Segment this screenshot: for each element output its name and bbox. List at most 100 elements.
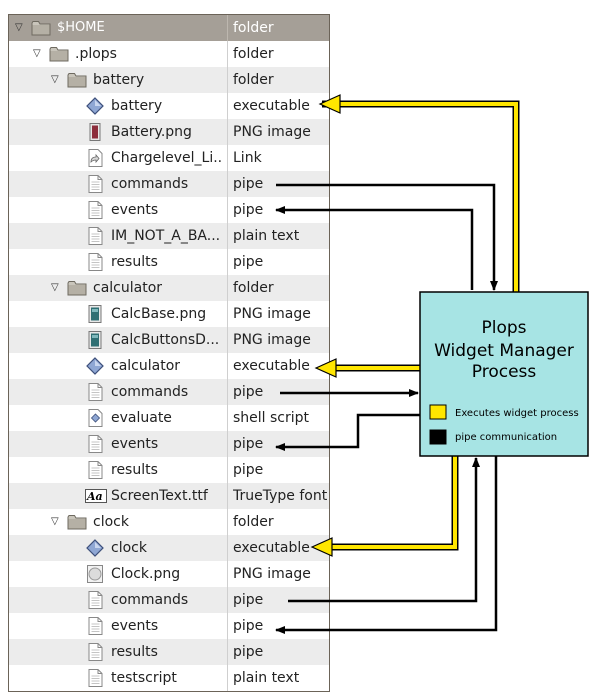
expander-triangle-icon[interactable]: ▽ [51,74,59,85]
pipe-clock-commands [288,457,480,603]
tree-row-type: executable [233,540,310,556]
column-divider [227,379,228,405]
file-icon [85,382,105,402]
expander-triangle-icon[interactable]: ▽ [33,48,41,59]
legend-pipe-label: pipe communication [455,432,557,443]
pipe-battery-events [275,206,474,290]
tree-row-name: $HOME [57,20,105,35]
font-icon: Aa [85,486,107,506]
executable-icon [85,538,105,558]
tree-row-type: folder [233,20,274,36]
column-divider [227,223,228,249]
calculator-image-icon [85,304,105,324]
tree-row-name: battery [93,72,145,88]
script-icon [85,408,105,428]
file-icon [85,460,105,480]
tree-row[interactable]: Chargelevel_Li...Link [9,145,329,171]
tree-row[interactable]: CalcButtonsD... PNG image [9,327,329,353]
tree-row-name: calculator [111,358,181,374]
tree-row[interactable]: results pipe [9,457,329,483]
tree-row-type: pipe [233,618,264,634]
tree-row[interactable]: ▽ $HOME folder [9,15,329,41]
folder-icon [67,512,87,532]
tree-row-name: results [111,462,158,478]
tree-row-name: Chargelevel_Li... [111,150,223,166]
column-divider [227,457,228,483]
tree-row-name: clock [93,514,129,530]
column-divider [227,483,228,509]
expander-triangle-icon[interactable]: ▽ [51,516,59,527]
tree-row-type: executable [233,98,310,114]
folder-icon [67,70,87,90]
executable-icon [85,96,105,116]
tree-row-name: CalcButtonsD... [111,332,220,348]
column-divider [227,431,228,457]
column-divider [227,353,228,379]
column-divider [227,249,228,275]
legend-pipe-swatch [429,429,447,445]
expander-triangle-icon[interactable]: ▽ [15,22,23,33]
tree-row[interactable]: ▽ calculator folder [9,275,329,301]
column-divider [227,639,228,665]
file-icon [85,252,105,272]
folder-icon [67,278,87,298]
file-icon [85,668,105,688]
column-divider [227,665,228,691]
tree-row[interactable]: clock executable [9,535,329,561]
tree-row-type: pipe [233,592,264,608]
file-icon [85,226,105,246]
process-box: Plops Widget Manager Process Executes wi… [419,291,589,457]
expander-triangle-icon[interactable]: ▽ [51,282,59,293]
column-divider [227,145,228,171]
file-icon [85,590,105,610]
tree-row-type: PNG image [233,306,311,322]
column-divider [227,327,228,353]
column-divider [227,301,228,327]
tree-row-name: calculator [93,280,163,296]
column-divider [227,587,228,613]
column-divider [227,67,228,93]
tree-row-type: pipe [233,462,264,478]
file-icon [85,200,105,220]
file-icon [85,616,105,636]
clock-image-icon [85,564,105,584]
tree-row-type: pipe [233,384,264,400]
tree-row-type: plain text [233,670,300,686]
folder-icon [49,44,69,64]
column-divider [227,561,228,587]
tree-row-type: folder [233,46,274,62]
file-icon [85,642,105,662]
column-divider [227,197,228,223]
exec-connector-clock [310,456,459,557]
tree-row-name: clock [111,540,147,556]
calculator-image-icon [85,330,105,350]
column-divider [227,41,228,67]
tree-row-type: PNG image [233,332,311,348]
tree-row[interactable]: IM_NOT_A_BA...plain text [9,223,329,249]
process-title-line-3: Process [472,362,537,382]
file-icon [85,434,105,454]
tree-row-type: folder [233,280,274,296]
exec-connector-calculator [314,358,420,378]
column-divider [227,119,228,145]
tree-row-type: PNG image [233,124,311,140]
